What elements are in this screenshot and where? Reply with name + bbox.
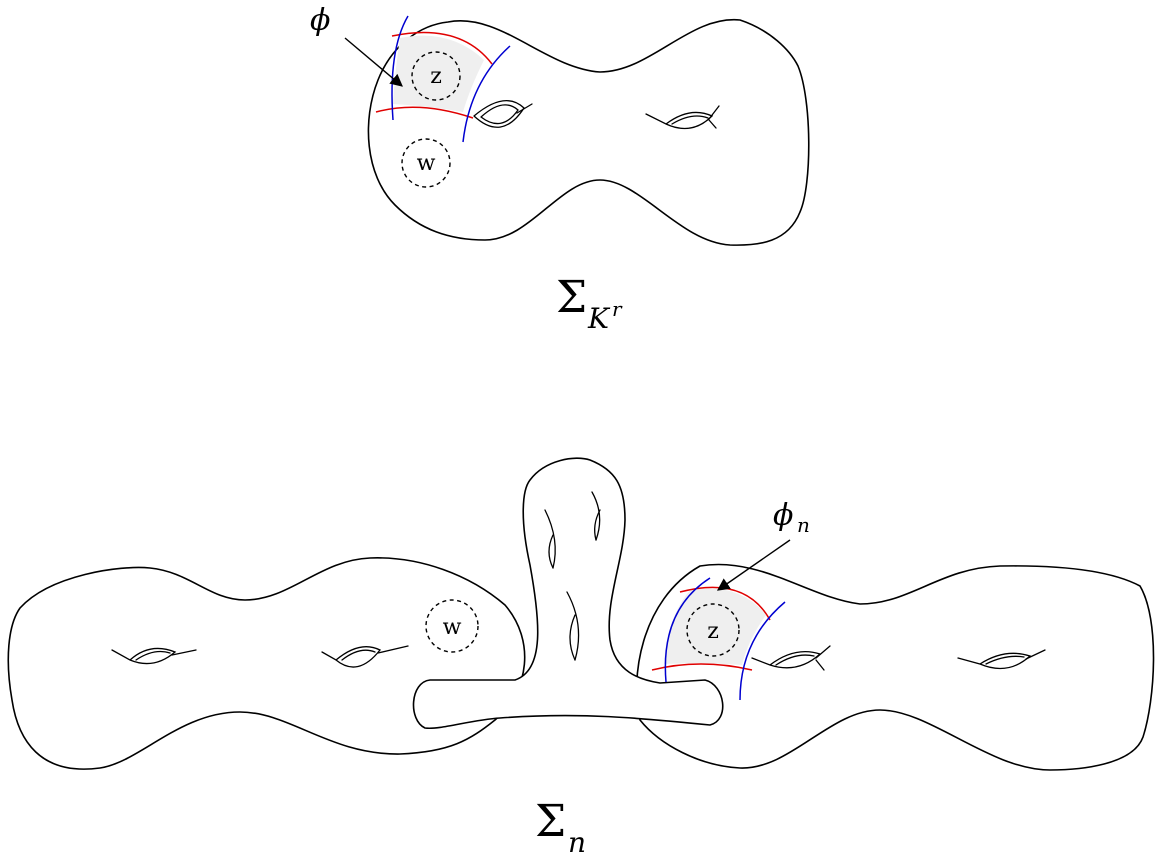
top-surface-outline	[367, 19, 810, 246]
top-surface-label: Σ K r	[556, 272, 623, 335]
basepoint-z-disk	[686, 603, 740, 657]
genus-hole	[473, 100, 533, 128]
sigma-superscript: r	[612, 297, 623, 321]
alpha-curve	[375, 106, 474, 119]
basepoint-w-label: w	[443, 615, 462, 640]
phi-subscript: n	[797, 513, 810, 537]
beta-curve	[462, 45, 511, 143]
sigma-symbol: Σ	[556, 272, 587, 323]
basepoint-w-disk	[425, 599, 479, 653]
sigma-symbol: Σ	[535, 796, 566, 847]
phi-symbol: ϕ	[773, 498, 793, 533]
basepoint-z-label: z	[707, 619, 719, 644]
basepoint-w-label: w	[417, 151, 436, 176]
genus-hole	[544, 509, 556, 569]
domain-phi-n-label: ϕ n	[773, 498, 810, 537]
alpha-curve	[679, 586, 771, 621]
genus-hole	[321, 645, 409, 668]
domain-phi-label: ϕ	[310, 3, 330, 38]
genus-hole	[111, 647, 197, 665]
basepoint-z-label: z	[430, 64, 442, 89]
bottom-surface: w z ϕ n Σ n	[7, 457, 1155, 859]
right-surface-outline	[635, 563, 1155, 771]
alpha-curve	[651, 663, 753, 671]
bottom-surface-label: Σ n	[535, 796, 586, 859]
genus-hole	[566, 591, 580, 661]
domain-phi-n-region	[664, 588, 766, 665]
basepoint-z-disk	[411, 51, 461, 101]
top-surface: z w ϕ Σ K r	[310, 3, 810, 335]
domain-phi-arrow	[344, 37, 403, 87]
genus-hole	[957, 649, 1046, 670]
genus-hole	[645, 105, 720, 130]
left-surface-outline	[7, 557, 526, 770]
domain-phi-n-arrow	[716, 539, 791, 591]
alpha-curve	[391, 31, 493, 65]
beta-curve	[739, 601, 786, 701]
sigma-subscript: n	[568, 826, 586, 859]
domain-phi-region	[393, 35, 484, 112]
sigma-subscript: K	[587, 302, 611, 335]
genus-hole	[751, 645, 831, 671]
basepoint-w-disk	[401, 138, 451, 188]
beta-curve	[664, 577, 711, 683]
beta-curve	[391, 15, 409, 121]
genus-hole	[591, 491, 601, 541]
